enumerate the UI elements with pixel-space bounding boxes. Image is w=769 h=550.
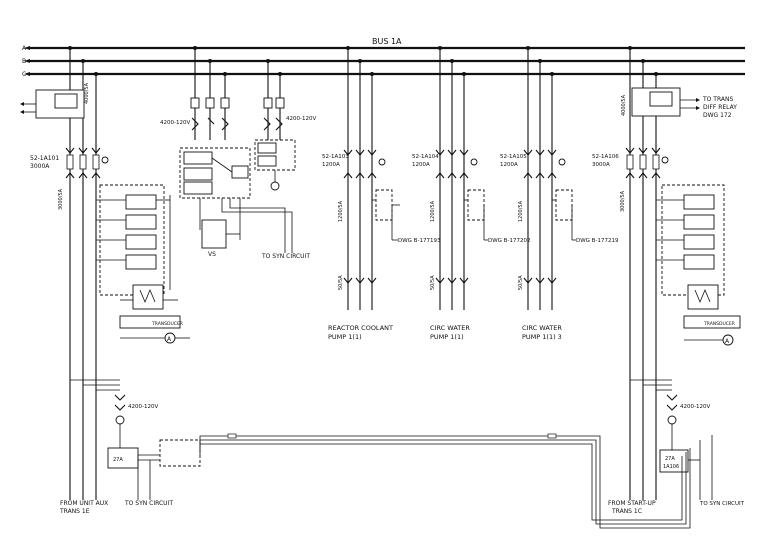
syn-label-center: TO SYN CIRCUIT	[261, 253, 310, 260]
relay-ref-right-1: TO TRANS	[702, 96, 733, 103]
pt-right: 4200-120V 27A 1A106	[630, 379, 713, 500]
ct-1a104: 1200/5A	[430, 200, 436, 222]
load1-1a103: REACTOR COOLANT	[328, 324, 393, 332]
ct-label-right: 4000/5A	[621, 94, 627, 116]
svg-text:27A: 27A	[113, 457, 123, 463]
transducer-label-right: TRANSDUCER	[703, 321, 735, 327]
transducer-left: TRANSDUCER A	[119, 315, 190, 344]
ct2-label-left: 3000/5A	[58, 188, 64, 210]
breaker-rating-left: 3000A	[30, 163, 50, 170]
load2-1a105: PUMP 1(1) 3	[522, 333, 562, 341]
ct2-1a103: 50/5A	[338, 275, 344, 290]
breaker-id-left: 52-1A101	[30, 155, 59, 162]
breaker-id-right: 52-1A106	[592, 154, 619, 160]
incomer-right: 4000/5A TO TRANS DIFF RELAY DWG 172 52-1…	[592, 46, 745, 515]
ct2-1a105: 50/5A	[518, 275, 524, 290]
pt-label-right: 4200-120V	[680, 404, 710, 410]
phase-c-label: C	[22, 71, 26, 78]
ct-label-left: 4000/5A	[84, 82, 90, 104]
ct2-1a104: 50/5A	[430, 275, 436, 290]
breaker-id-1a105: 52-1A105	[500, 154, 527, 160]
breaker-52-1a101	[65, 147, 109, 179]
syn-label-left: TO SYN CIRCUIT	[124, 500, 173, 507]
ct-1a105: 1200/5A	[518, 200, 524, 222]
breaker-rating-right: 3000A	[592, 162, 610, 168]
dwg-1a105: DWG B-177219	[576, 238, 619, 244]
relay-box-right-2: 1A106	[663, 464, 679, 470]
relay-box-right-1: 27A	[665, 456, 675, 462]
dwg-1a104: DWG B-177202	[488, 238, 530, 244]
pt-label-center-right: 4200-120V	[286, 116, 316, 122]
dwg-1a103: DWG B-177193	[398, 238, 441, 244]
relay-panel-right	[656, 184, 725, 310]
bus-1a: BUS 1A A B C	[22, 37, 745, 78]
phase-a-label: A	[22, 45, 27, 52]
breaker-rating-1a103: 1200A	[322, 162, 340, 168]
interconnect-wiring	[199, 433, 691, 529]
incomer-left: 4000/5A 52-1A101 3000A 3000/5A	[20, 46, 201, 515]
from-label-right-1: FROM START-UP	[608, 500, 656, 507]
load2-1a104: PUMP 1(1)	[430, 333, 464, 341]
pt-label-center-left: 4200-120V	[160, 120, 190, 126]
pt-center: 4200-120V VS TO SYN CIRCUIT	[160, 46, 310, 260]
pt-label-left: 4200-120V	[128, 404, 158, 410]
relay-ref-right-3: DWG 172	[703, 112, 732, 119]
ct2-label-right: 3000/5A	[620, 190, 626, 212]
breaker-rating-1a104: 1200A	[412, 162, 430, 168]
transducer-label-left: TRANSDUCER	[151, 321, 183, 327]
relay-ref-right-2: DIFF RELAY	[703, 104, 737, 111]
bus-title: BUS 1A	[372, 37, 402, 46]
vs-label: VS	[208, 251, 216, 258]
feeder-1a104: 52-1A104 1200A 1200/5A DWG B-177202 50/5…	[412, 46, 530, 341]
breaker-id-1a104: 52-1A104	[412, 154, 439, 160]
transducer-right: TRANSDUCER A	[683, 315, 741, 346]
syn-label-right: TO SYN CIRCUIT	[699, 501, 745, 507]
feeder-1a105: 52-1A105 1200A 1200/5A DWG B-177219 50/5…	[500, 46, 619, 341]
breaker-rating-1a105: 1200A	[500, 162, 518, 168]
relay-panel-left	[96, 184, 178, 310]
from-label-left-2: TRANS 1E	[59, 508, 90, 515]
breaker-52-1a106	[625, 147, 669, 179]
pt-center-right: 4200-120V	[254, 59, 316, 191]
svg-text:A: A	[167, 336, 172, 343]
breaker-id-1a103: 52-1A103	[322, 154, 349, 160]
phase-b-label: B	[22, 58, 26, 65]
load1-1a104: CIRC WATER	[430, 324, 470, 332]
feeder-1a103: 52-1A103 1200A 1200/5A DWG B-177193 50/5…	[322, 46, 441, 341]
svg-text:A: A	[725, 338, 730, 345]
from-label-right-2: TRANS 1C	[611, 508, 642, 515]
load2-1a103: PUMP 1(1)	[328, 333, 362, 341]
load1-1a105: CIRC WATER	[522, 324, 562, 332]
from-label-left-1: FROM UNIT AUX	[60, 500, 108, 507]
ct-1a103: 1200/5A	[338, 200, 344, 222]
pt-left: 4200-120V 27A	[70, 379, 201, 500]
relay-27a-right	[659, 449, 689, 473]
